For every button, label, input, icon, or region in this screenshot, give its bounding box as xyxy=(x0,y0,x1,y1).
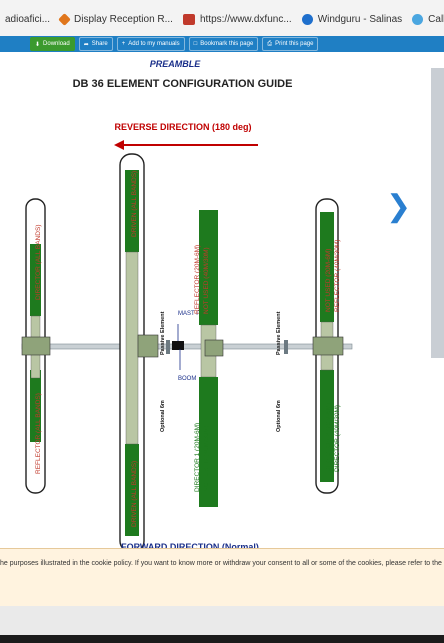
element-driven: DRIVEN (ALL BANDS) DRIVEN (ALL BANDS) xyxy=(119,153,159,552)
driven-bottom-label: DRIVEN (ALL BANDS) xyxy=(131,461,138,527)
reflector-40-30-label: REFLECTOR (40M/30M) xyxy=(334,240,341,312)
qrz-icon xyxy=(412,13,424,25)
side-panel xyxy=(431,68,444,358)
not-used-20-6-label: NOT USED (20M-6M) xyxy=(325,249,332,312)
optional-6m-label: Optional 6m xyxy=(276,400,282,432)
manual-page: PREAMBLE DB 36 ELEMENT CONFIGURATION GUI… xyxy=(0,52,420,552)
mast-plate-label: MAST PLATE xyxy=(178,311,215,317)
passive-label: Passive Element xyxy=(160,311,166,355)
bookmark-item[interactable]: Display Reception R... xyxy=(58,12,173,26)
page-title: DB 36 ELEMENT CONFIGURATION GUIDE xyxy=(72,78,293,90)
share-icon: ➦ xyxy=(83,41,89,48)
optional-6m-label: Optional 6m xyxy=(160,400,166,432)
bookmark-item[interactable]: Callsign Database b... xyxy=(412,13,444,25)
share-button[interactable]: ➦ Share xyxy=(78,37,113,51)
director1-not-used-label: NOT USED (40M/30M) xyxy=(203,425,210,492)
bookmark-page-button[interactable]: □ Bookmark this page xyxy=(188,37,259,51)
boom xyxy=(21,343,353,350)
boom-label: BOOM xyxy=(178,376,196,382)
director-all-label: DIRECTOR (ALL BANDS) xyxy=(35,225,42,301)
taskbar-strip xyxy=(0,635,444,643)
reverse-direction-label: REVERSE DIRECTION (180 deg) xyxy=(114,122,251,132)
element-reflector-director1: REFLECTOR (20M-6M) NOT USED (40M/30M) DI… xyxy=(194,210,224,507)
cookie-banner: he purposes illustrated in the cookie po… xyxy=(0,548,444,607)
next-page-chevron-icon[interactable]: ❯ xyxy=(386,190,412,223)
antenna-diagram: REVERSE DIRECTION (180 deg) DIRECTOR (AL… xyxy=(21,122,353,552)
print-icon: ⎙ xyxy=(267,40,273,47)
bookmark-label: https://www.dxfunc... xyxy=(199,13,292,25)
reflector-all-label: REFLECTOR (ALL BANDS) xyxy=(35,393,42,474)
element-director2: NOT USED (20M-6M) REFLECTOR (40M/30M) DI… xyxy=(312,198,344,494)
bookmark-icon: □ xyxy=(193,41,198,47)
director2-20-6-label: DIRECTOR 2 (20M-6M) xyxy=(325,403,332,472)
element-director-reflector: DIRECTOR (ALL BANDS) REFLECTOR (ALL BAND… xyxy=(21,198,51,494)
forward-direction-label: FORWARD DIRECTION (Normal) xyxy=(121,542,259,552)
windguru-icon xyxy=(301,13,313,25)
driven-top-label: DRIVEN (ALL BANDS) xyxy=(131,171,138,237)
preamble-heading: PREAMBLE xyxy=(149,59,201,69)
download-icon: ⬇ xyxy=(35,41,41,48)
add-to-manuals-button[interactable]: + Add to my manuals xyxy=(116,37,185,51)
bookmark-label: adioafici... xyxy=(5,13,51,25)
print-page-button[interactable]: ⎙ Print this page xyxy=(262,37,319,51)
reflector-not-used-label: NOT USED (40M/30M) xyxy=(203,247,210,314)
bookmark-label: Windguru - Salinas xyxy=(317,13,403,25)
reflector-20-6-label: REFLECTOR (20M-6M) xyxy=(194,245,201,314)
passive-element-right: Passive Element Optional 6m xyxy=(276,311,288,432)
bookmarks-bar: adioafici... Display Reception R... http… xyxy=(0,0,444,39)
director2-40-30-label: DIRECTOR (40M/30M) xyxy=(334,405,341,472)
bookmark-label: Callsign Database b... xyxy=(428,13,444,25)
passive-label: Passive Element xyxy=(276,311,282,355)
manual-toolbar: ⬇ Download ➦ Share + Add to my manuals □… xyxy=(0,36,444,52)
diamond-icon xyxy=(58,12,71,26)
bookmark-item[interactable]: https://www.dxfunc... xyxy=(182,13,292,25)
dx-icon xyxy=(182,13,195,25)
plus-icon: + xyxy=(121,41,126,47)
bookmark-label: Display Reception R... xyxy=(74,13,173,25)
bookmark-item[interactable]: Windguru - Salinas xyxy=(301,13,403,25)
bookmark-item[interactable]: adioafici... xyxy=(0,14,50,25)
reverse-arrow xyxy=(114,140,258,150)
cookie-text: he purposes illustrated in the cookie po… xyxy=(0,560,444,567)
passive-element-left: Passive Element Optional 6m xyxy=(160,311,170,432)
mast-plate-callout: MAST PLATE BOOM xyxy=(172,311,215,382)
download-button[interactable]: ⬇ Download xyxy=(30,37,75,51)
director1-20-6-label: DIRECTOR 1 (20M-6M) xyxy=(194,423,201,492)
